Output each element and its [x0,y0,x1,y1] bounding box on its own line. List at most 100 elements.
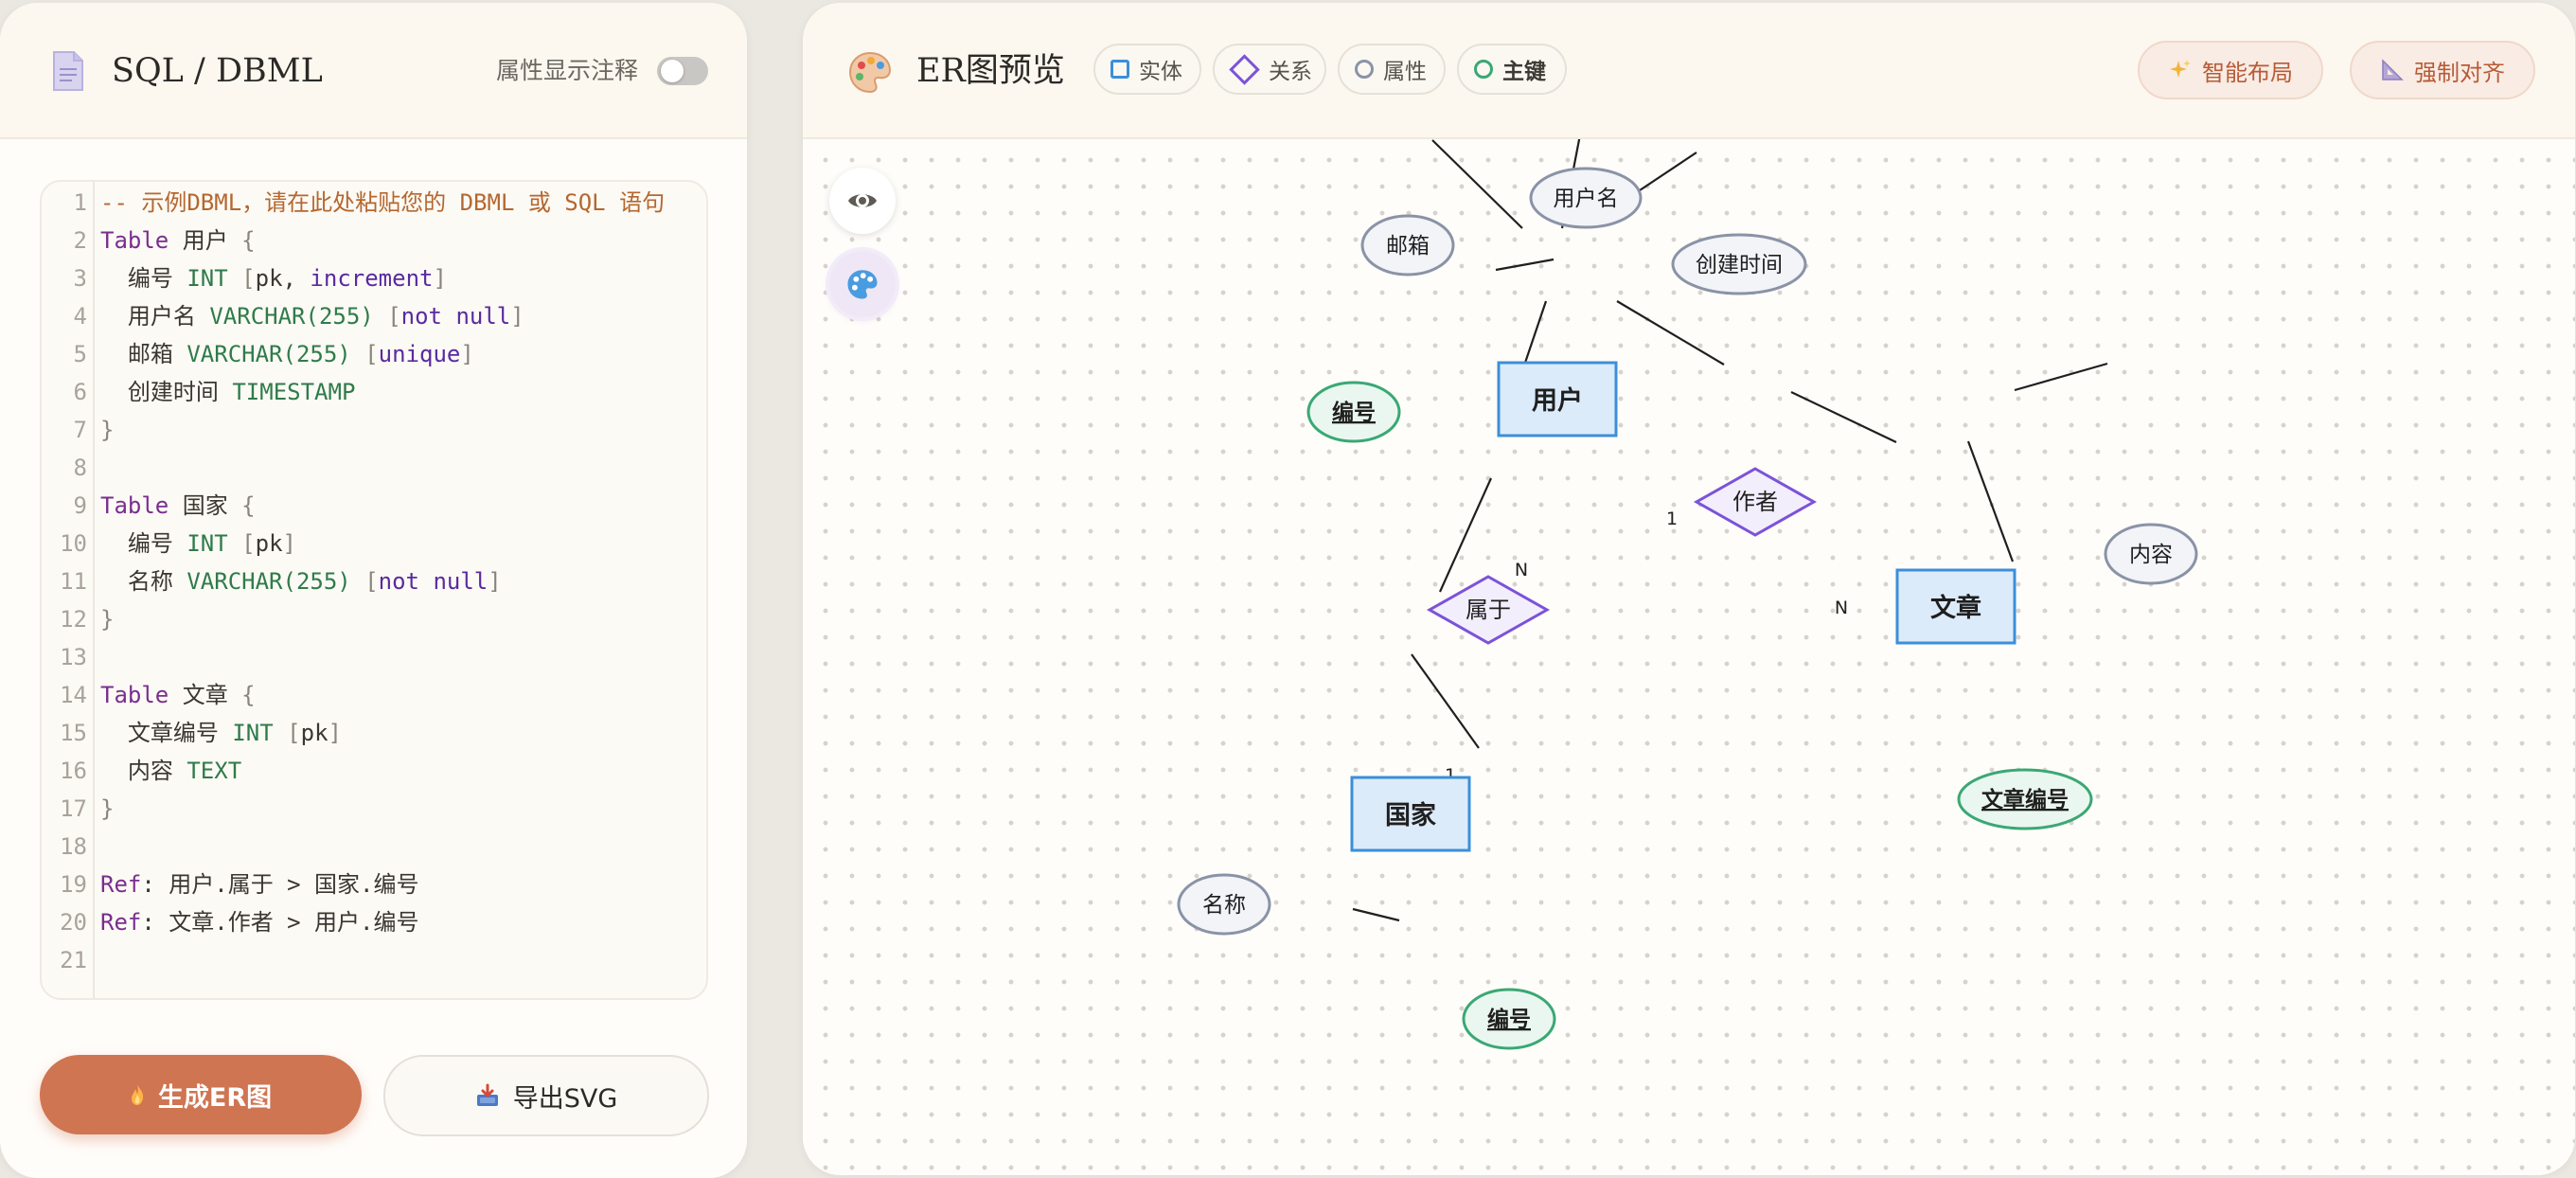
code-token: not null [400,303,511,330]
code-token: Table [100,492,169,519]
relationship-label: 属于 [1466,597,1511,623]
code-token: ] [460,341,474,367]
entity-node[interactable]: 国家 [1350,776,1471,852]
code-token: [ [241,265,256,292]
code-token: [ [364,341,379,367]
code-token [274,720,287,746]
code-token: [ [287,720,301,746]
line-number: 4 [73,303,87,330]
code-token: : 用户.属于 > 国家.编号 [141,871,419,898]
entity-label: 国家 [1385,800,1436,830]
code-token: 编号 [100,265,187,292]
editor-header: SQL / DBML 属性显示注释 [0,3,747,139]
primary-key-node[interactable]: 文章编号 [1957,768,2093,830]
code-token: Table [100,682,169,708]
export-svg-button[interactable]: 导出SVG [383,1055,709,1136]
line-number: 11 [60,568,87,595]
set-square-icon [2382,59,2404,80]
legend-attribute-label: 属性 [1383,60,1427,84]
attribute-node[interactable]: 内容 [2104,523,2198,585]
er-shapes: 邮箱 用户名 创建时间 编号 用户 [1177,167,2198,1050]
line-number: 3 [73,265,87,292]
show-comment-toggle[interactable] [657,57,708,85]
code-token: pk [255,530,283,557]
palette-icon [848,51,892,94]
primary-key-node[interactable]: 编号 [1462,988,1556,1050]
line-number: 13 [60,644,87,670]
code-text: 创建时间 TIMESTAMP [100,373,356,411]
code-token: unique [378,341,461,367]
code-token: 国家 [169,492,242,519]
code-token: ] [433,265,447,292]
line-number: 18 [60,833,87,860]
code-text: Table 用户 { [100,222,256,259]
attribute-label: 名称 [1202,893,1246,918]
generate-er-button[interactable]: 生成ER图 [40,1055,362,1134]
line-number: 5 [73,341,87,367]
attribute-label: 创建时间 [1696,253,1783,277]
code-token: VARCHAR(255) [187,568,351,595]
legend-relationship-label: 关系 [1269,60,1312,84]
code-token [228,265,241,292]
code-token: Table [100,227,169,254]
code-token: TEXT [187,758,242,784]
editor-panel: SQL / DBML 属性显示注释 1-- 示例DBML，请在此处粘贴您的 DB… [0,3,747,1178]
code-token [228,530,241,557]
smart-layout-button[interactable]: 智能布局 [2138,41,2323,99]
code-text: 文章编号 INT [pk] [100,714,342,752]
code-text: } [100,600,114,638]
view-toggle-button[interactable] [829,168,896,234]
attribute-node[interactable]: 创建时间 [1671,233,1807,295]
legend-entity-label: 实体 [1139,60,1182,84]
style-button[interactable] [829,251,896,317]
code-token: -- 示例DBML，请在此处粘贴您的 DBML 或 SQL 语句 [100,189,666,216]
export-svg-label: 导出SVG [512,1083,618,1114]
entity-node[interactable]: 用户 [1497,361,1618,437]
attribute-label: 邮箱 [1386,234,1430,259]
code-token: 内容 [100,758,187,784]
code-text: Ref: 文章.作者 > 用户.编号 [100,903,419,941]
sparkles-icon [2170,60,2191,78]
code-token [351,341,364,367]
relationship-node[interactable]: 作者 [1693,467,1818,537]
er-canvas[interactable]: N 1 1 N 邮箱 用户名 创建时间 [803,139,2575,1175]
force-align-button[interactable]: 强制对齐 [2350,41,2535,99]
code-text: 内容 TEXT [100,752,241,790]
code-token: } [100,606,115,633]
relationship-label: 作者 [1732,489,1778,515]
code-token: INT [232,720,274,746]
code-token: ] [282,530,296,557]
code-token: 创建时间 [100,379,233,405]
entity-node[interactable]: 文章 [1895,568,2016,645]
line-number: 6 [73,379,87,405]
line-number: 8 [73,455,87,481]
code-token: Ref [100,909,142,936]
line-number: 9 [73,492,87,519]
relationship-node[interactable]: 属于 [1426,575,1551,645]
attribute-node[interactable]: 名称 [1177,873,1271,936]
palette-icon [847,270,878,299]
line-number: 19 [60,871,87,898]
primary-key-node[interactable]: 编号 [1306,381,1401,443]
code-token: INT [187,265,228,292]
generate-er-label: 生成ER图 [157,1082,273,1113]
circle-icon [1474,60,1493,79]
code-token: 用户名 [100,303,210,330]
line-number: 21 [60,947,87,973]
cardinality-label: 1 [1666,509,1678,529]
code-text: 邮箱 VARCHAR(255) [unique] [100,335,474,373]
attribute-label: 用户名 [1554,187,1619,211]
line-number: 17 [60,795,87,822]
code-text: -- 示例DBML，请在此处粘贴您的 DBML 或 SQL 语句 [100,184,665,222]
fire-icon [131,1084,144,1105]
attribute-node[interactable]: 邮箱 [1360,214,1455,277]
attribute-label: 内容 [2129,543,2173,567]
primary-key-label: 文章编号 [1981,787,2069,812]
code-token: [ [364,568,379,595]
legend-relationship: 关系 [1213,44,1326,95]
preview-title: ER图预览 [916,52,1065,90]
code-token: 文章编号 [100,720,233,746]
smart-layout-label: 智能布局 [2202,59,2293,86]
attribute-node[interactable]: 用户名 [1529,167,1643,229]
